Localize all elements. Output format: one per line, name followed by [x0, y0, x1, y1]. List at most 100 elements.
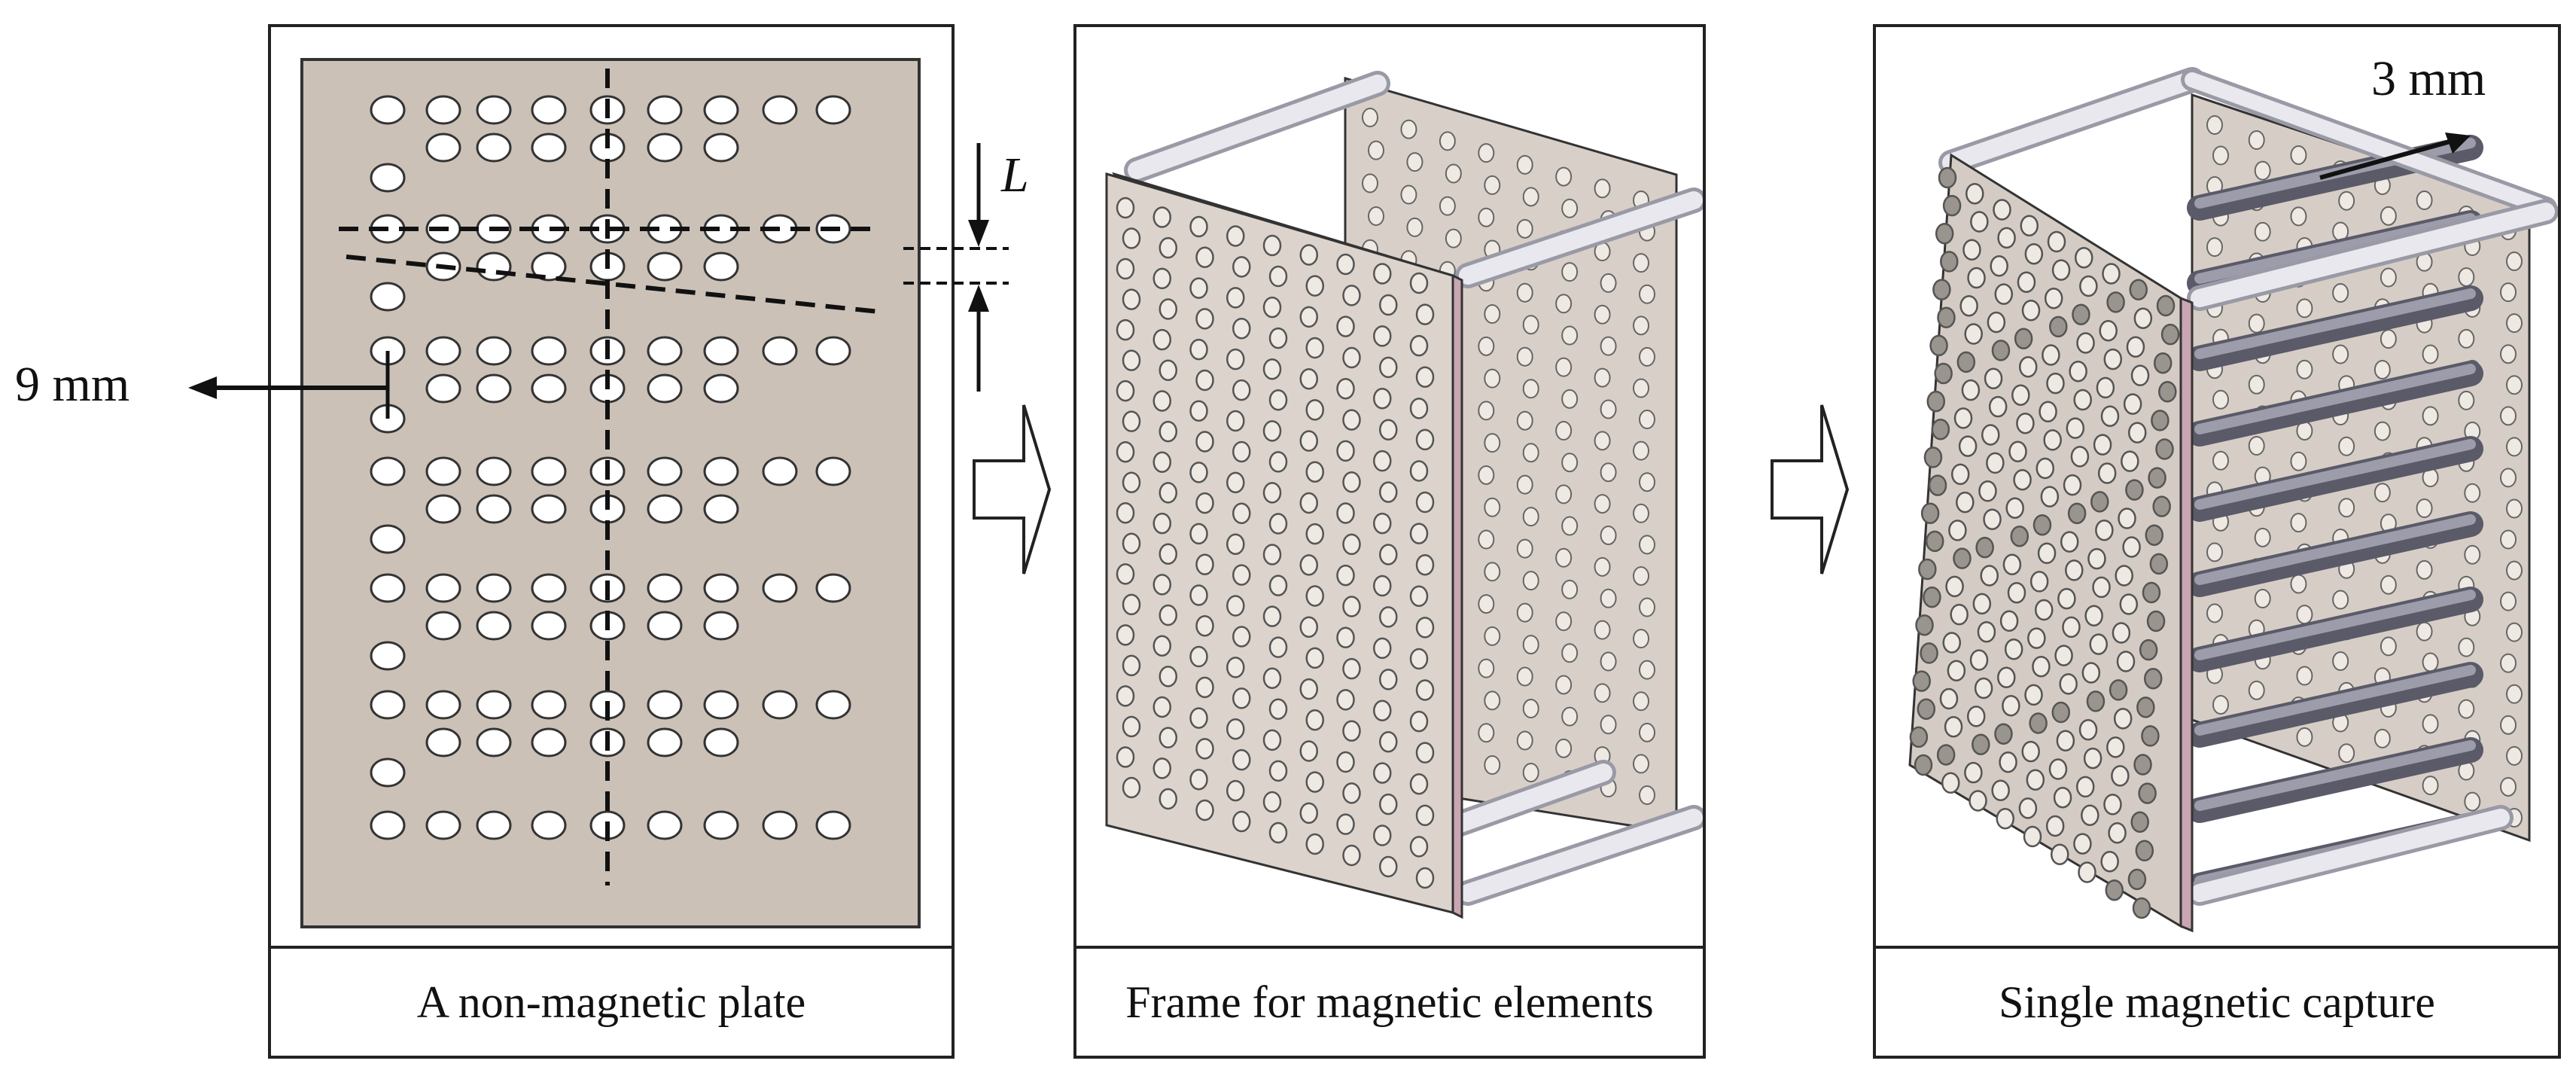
frame-hole [1226, 410, 1245, 432]
capture-hole [2248, 374, 2265, 395]
frame-hole [1122, 776, 1141, 799]
capture-hole [2141, 725, 2160, 747]
capture-hole [1918, 558, 1937, 581]
frame-hole [1484, 690, 1501, 711]
frame-hole [1406, 217, 1423, 237]
capture-hole [2100, 851, 2119, 873]
capture-hole [2332, 590, 2349, 610]
frame-hole [1232, 440, 1251, 463]
capture-hole [1953, 407, 1973, 429]
capture-hole [1914, 754, 1933, 776]
frame-hole [1555, 675, 1573, 695]
frame-hole [1561, 262, 1579, 282]
capture-hole [2290, 574, 2307, 594]
frame-hole [1336, 751, 1355, 773]
plate-hole [476, 373, 512, 404]
capture-hole [2123, 393, 2142, 415]
frame-hole [1522, 507, 1539, 527]
frame-hole [1594, 556, 1611, 577]
capture-hole [2073, 389, 2092, 411]
frame-rod [2191, 203, 2555, 307]
frame-hole [1268, 575, 1288, 596]
capture-hole [2096, 376, 2115, 399]
capture-hole [2029, 712, 2048, 734]
frame-hole [1478, 336, 1495, 356]
frame-hole [1415, 303, 1435, 325]
frame-hole [1189, 584, 1208, 606]
frame-hole [1226, 718, 1245, 740]
frame-hole [1522, 187, 1539, 207]
capture-hole [2374, 359, 2391, 379]
frame-hole [1232, 810, 1251, 833]
capture-hole [2093, 434, 2112, 456]
frame-hole [1379, 544, 1398, 565]
capture-hole [2148, 467, 2166, 489]
capture-hole [1997, 227, 2016, 249]
frame-hole [1262, 358, 1282, 380]
frame-hole [1478, 401, 1495, 421]
capture-hole [1975, 536, 1994, 559]
plate-hole [531, 611, 567, 641]
capture-hole [2113, 708, 2133, 730]
frame-hole [1189, 645, 1208, 668]
frame-hole [1153, 451, 1171, 474]
frame-hole [1639, 660, 1655, 680]
frame-hole [1226, 287, 1245, 309]
capture-hole [2042, 344, 2060, 366]
capture-hole [1980, 565, 1999, 587]
capture-hole [2130, 364, 2150, 386]
frame-hole [1342, 346, 1361, 369]
frame-hole [1116, 258, 1135, 280]
row-spacing-marker [903, 143, 1009, 392]
capture-hole [2121, 450, 2139, 472]
frame-hole [1268, 513, 1288, 535]
capture-hole [2044, 287, 2063, 309]
frame-hole [1409, 836, 1429, 858]
frame-hole [1373, 762, 1392, 784]
capture-hole [2332, 651, 2349, 672]
frame-hole [1299, 802, 1318, 824]
plate-hole [815, 336, 851, 366]
plate-hole [425, 611, 461, 641]
frame-hole [1478, 723, 1495, 743]
plate-hole [762, 456, 798, 486]
frame-hole [1342, 844, 1361, 867]
capture-hole [2290, 206, 2307, 227]
capture-hole [2008, 440, 2027, 462]
capture-hole [2078, 861, 2096, 883]
frame-hole [1379, 481, 1398, 503]
frame-hole [1122, 349, 1141, 371]
capture-hole [1942, 632, 1962, 654]
frame-hole [1406, 152, 1423, 172]
capture-hole [1928, 474, 1947, 496]
frame-hole [1262, 234, 1282, 257]
capture-hole [2115, 565, 2133, 587]
plate-hole [476, 690, 512, 720]
capture-hole [1991, 340, 2011, 361]
capture-hole [1994, 283, 2014, 305]
capture-hole [2092, 576, 2111, 599]
plate-hole [531, 690, 567, 720]
capture-hole [2422, 344, 2439, 364]
plate-hole [531, 573, 567, 603]
frame-hole [1561, 579, 1579, 599]
frame-hole [1268, 760, 1288, 782]
capture-hole [2338, 436, 2355, 456]
plate-hole [370, 641, 406, 671]
frame-hole [1336, 813, 1355, 835]
capture-hole [2014, 328, 2033, 349]
capture-hole [2051, 843, 2069, 865]
frame-hole [1639, 284, 1655, 304]
capture-hole [2248, 130, 2265, 150]
capture-hole [2024, 243, 2044, 265]
plate-hole [425, 727, 461, 757]
capture-hole [2070, 446, 2090, 468]
plate-hole [815, 810, 851, 840]
panel-frame [1073, 24, 1706, 949]
capture-hole [2380, 329, 2397, 349]
plate-hole [762, 336, 798, 366]
capture-hole [2036, 457, 2055, 480]
frame-hole [1153, 635, 1171, 657]
capture-hole [2072, 303, 2090, 325]
frame-hole [1594, 367, 1611, 388]
